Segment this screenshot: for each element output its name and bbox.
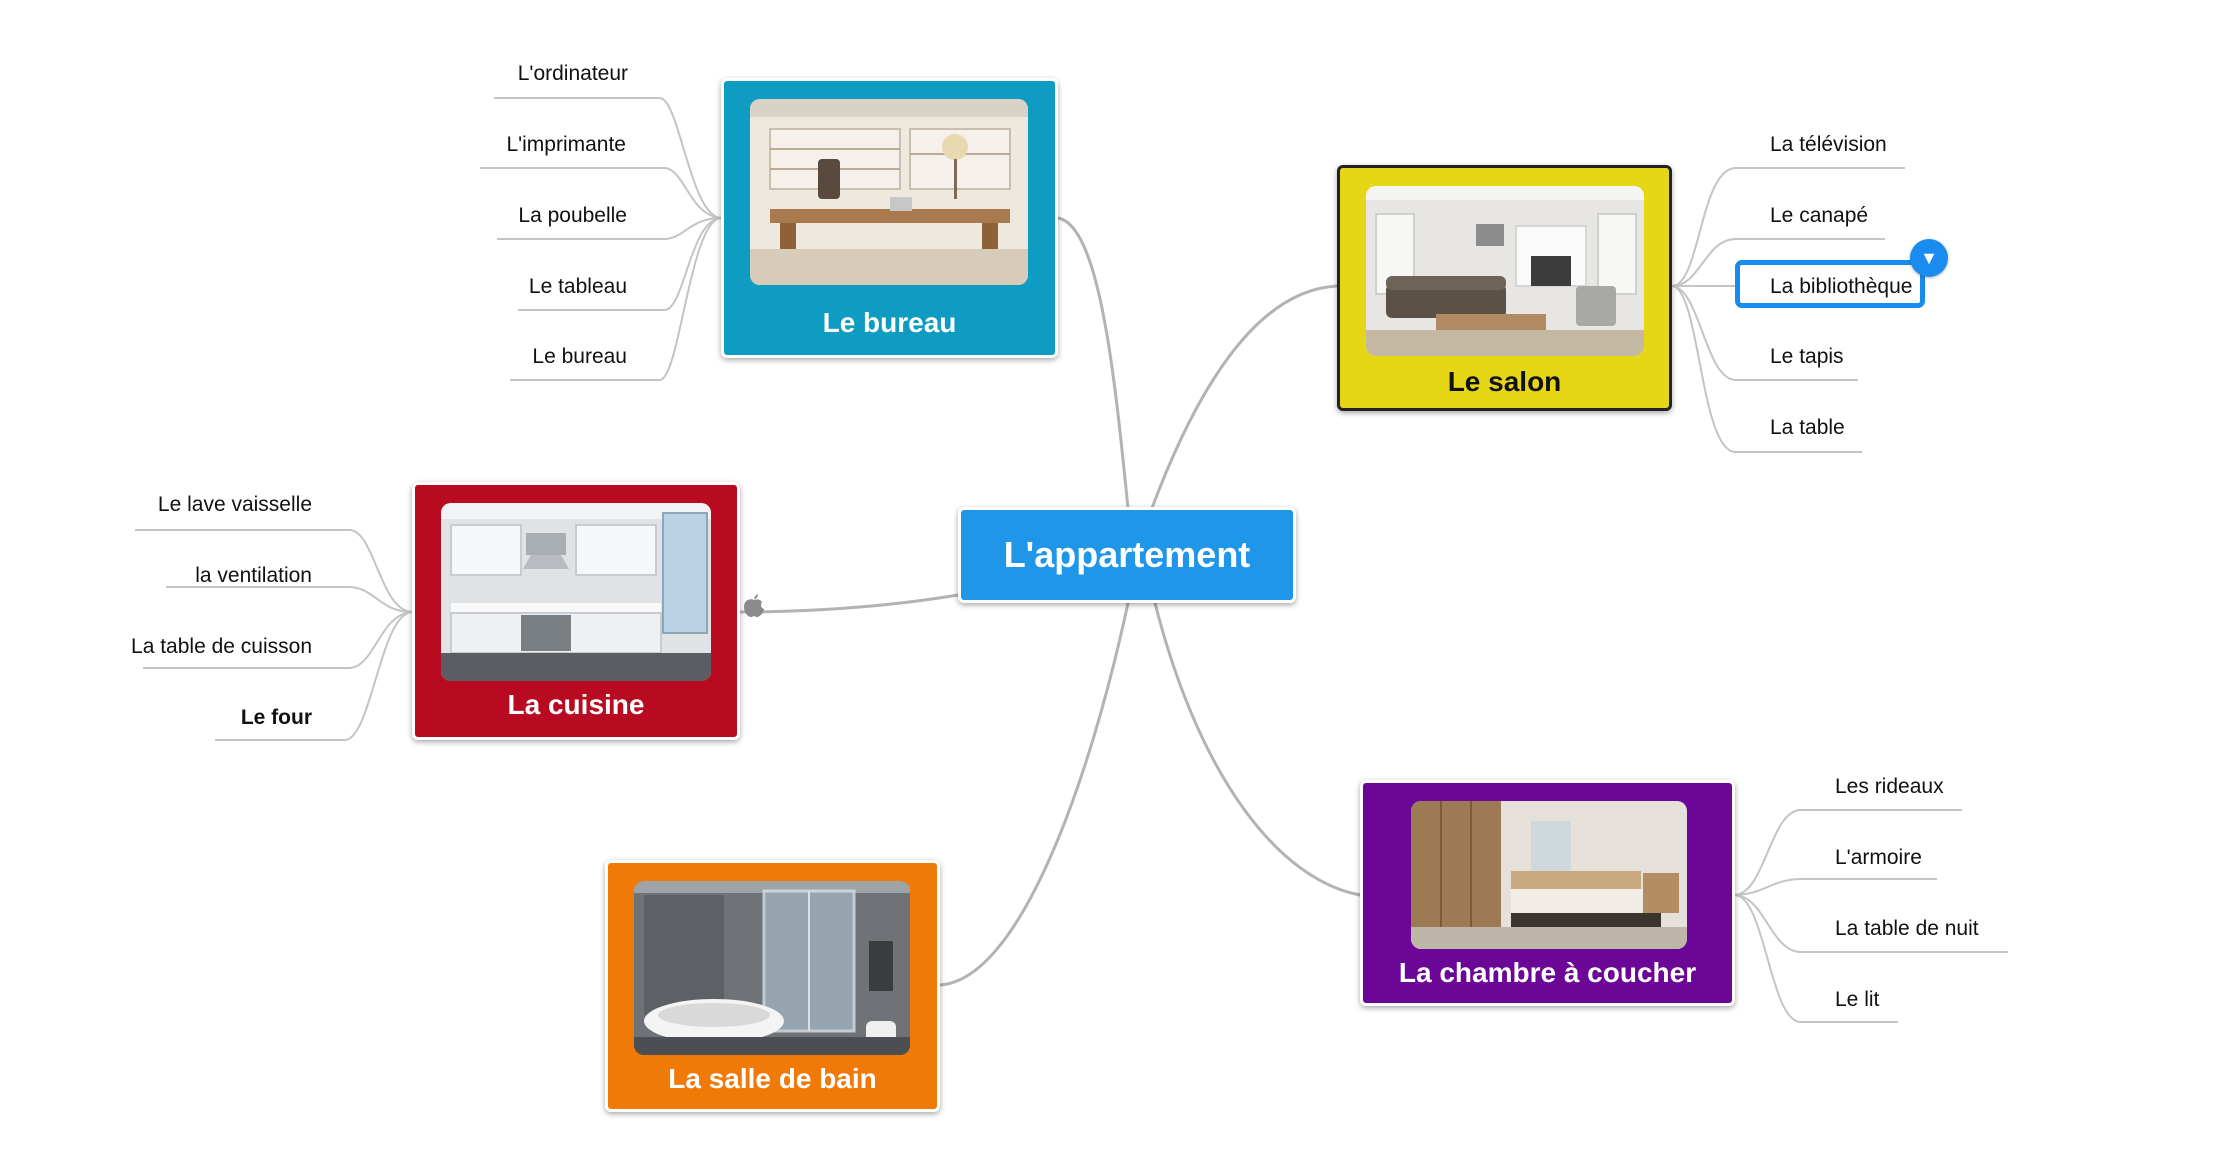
leaf-line xyxy=(1671,238,1885,287)
selected-leaf-outline xyxy=(1735,260,1925,308)
bathroom-image xyxy=(634,881,910,1055)
topic-le-bureau[interactable]: Le bureau xyxy=(721,78,1058,358)
office-photo xyxy=(750,99,1028,285)
topic-la-cuisine[interactable]: La cuisine xyxy=(412,482,740,740)
leaf-ventilation[interactable]: la ventilation xyxy=(195,564,312,587)
leaf-line xyxy=(510,217,722,381)
living-room-photo xyxy=(1366,186,1644,356)
topic-la-salle-de-bain[interactable]: La salle de bain xyxy=(605,860,940,1112)
branch-salle-de-bain xyxy=(938,601,1130,987)
bathroom-photo xyxy=(634,881,910,1055)
main-branches xyxy=(738,216,1362,987)
topic-la-chambre-a-coucher[interactable]: La chambre à coucher xyxy=(1360,780,1735,1006)
central-topic-label: L'appartement xyxy=(1003,534,1251,575)
topic-label: La chambre à coucher xyxy=(1398,957,1697,988)
triangle-down-icon[interactable]: ▼ xyxy=(1910,239,1948,277)
leaf-television[interactable]: La télévision xyxy=(1770,133,1887,156)
leaf-lit[interactable]: Le lit xyxy=(1835,988,1880,1011)
bedroom-photo xyxy=(1411,801,1687,949)
branch-bureau xyxy=(1056,216,1130,510)
leaf-four[interactable]: Le four xyxy=(240,706,312,729)
leaf-lave-vaisselle[interactable]: Le lave vaisselle xyxy=(157,493,312,516)
branch-cuisine xyxy=(738,593,960,614)
leaf-ordinateur[interactable]: L'ordinateur xyxy=(517,62,628,85)
leaf-poubelle[interactable]: La poubelle xyxy=(518,204,627,227)
leaf-branches xyxy=(135,97,2008,1023)
leaf-line xyxy=(1734,878,1937,896)
leaf-line xyxy=(480,167,722,219)
topic-label: La salle de bain xyxy=(668,1063,877,1094)
apple-icon xyxy=(744,594,764,617)
leaf-table[interactable]: La table xyxy=(1770,416,1845,439)
leaf-line xyxy=(135,529,413,613)
topic-le-salon[interactable]: Le salon xyxy=(1337,165,1672,411)
leaf-line xyxy=(518,217,722,311)
leaf-table-de-cuisson[interactable]: La table de cuisson xyxy=(131,635,312,658)
leaf-line xyxy=(1734,894,1898,1023)
leaf-line xyxy=(494,97,722,219)
leaf-armoire[interactable]: L'armoire xyxy=(1835,846,1922,869)
leaf-line xyxy=(1671,167,1905,287)
leaf-tapis[interactable]: Le tapis xyxy=(1770,345,1844,368)
leaf-table-de-nuit[interactable]: La table de nuit xyxy=(1835,917,1979,940)
office-image xyxy=(750,99,1028,285)
kitchen-image xyxy=(441,503,711,681)
leaf-rideaux[interactable]: Les rideaux xyxy=(1835,775,1944,798)
leaf-line xyxy=(1671,285,1858,381)
branch-chambre xyxy=(1153,601,1362,897)
leaf-tableau[interactable]: Le tableau xyxy=(528,275,627,298)
topic-label: Le salon xyxy=(1447,366,1562,397)
leaf-line xyxy=(1671,285,1862,453)
leaf-line xyxy=(215,611,413,741)
leaf-bureau[interactable]: Le bureau xyxy=(532,345,627,368)
branch-salon xyxy=(1150,284,1339,510)
leaf-line xyxy=(1734,809,1962,896)
topic-label: La cuisine xyxy=(507,689,645,720)
leaf-line xyxy=(497,217,722,240)
leaf-line xyxy=(143,611,413,669)
leaf-imprimante[interactable]: L'imprimante xyxy=(506,133,626,156)
leaf-canape[interactable]: Le canapé xyxy=(1770,204,1869,227)
leaf-bibliotheque[interactable]: La bibliothèque xyxy=(1770,275,1913,298)
leaf-line xyxy=(1734,894,2008,953)
topic-label: Le bureau xyxy=(822,307,957,338)
living-room-image xyxy=(1366,186,1644,356)
central-topic[interactable]: L'appartement xyxy=(958,507,1296,603)
leaf-line xyxy=(166,586,413,613)
kitchen-photo xyxy=(441,503,711,681)
bedroom-image xyxy=(1411,801,1687,949)
